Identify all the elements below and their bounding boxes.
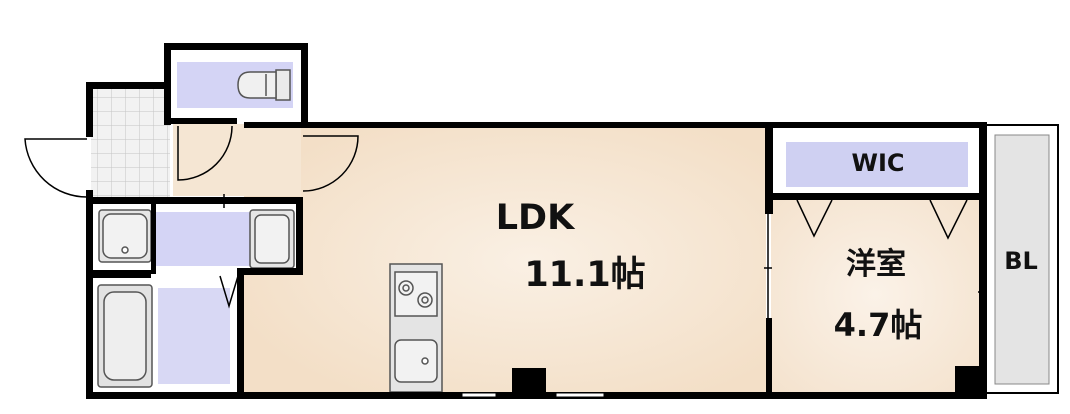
entry-hall-floor: [173, 124, 301, 196]
ldk-room-size: 11.1帖: [524, 255, 646, 295]
kitchen-counter: [389, 263, 443, 393]
washroom-area: [152, 212, 250, 266]
toilet-fixture: [237, 69, 291, 101]
western-room-name: 洋室: [846, 247, 906, 282]
entrance-tile-floor: [91, 88, 170, 197]
western-room-floor: [771, 196, 979, 393]
hall-door: [177, 125, 233, 181]
room-sliding-door: [764, 214, 772, 318]
ldk-floor: [244, 128, 766, 393]
entrance-door: [24, 138, 88, 198]
balcony-sliding-door: [978, 230, 986, 364]
ldk-door: [302, 135, 359, 192]
wic-label: WIC: [851, 149, 905, 177]
balcony-floor: [994, 134, 1050, 385]
bathtub: [97, 284, 153, 388]
walls: [86, 43, 987, 399]
wash-basin: [98, 209, 152, 263]
laundry-area: [158, 288, 230, 384]
washroom-door: [219, 194, 239, 309]
washing-machine-pan: [249, 209, 295, 269]
windows: [461, 392, 605, 398]
balcony-label: BL: [1004, 247, 1038, 275]
western-room-size: 4.7帖: [833, 306, 923, 344]
wic-doors: [796, 199, 968, 240]
wic-area: [786, 142, 968, 187]
ldk-room-name: LDK: [495, 198, 575, 238]
